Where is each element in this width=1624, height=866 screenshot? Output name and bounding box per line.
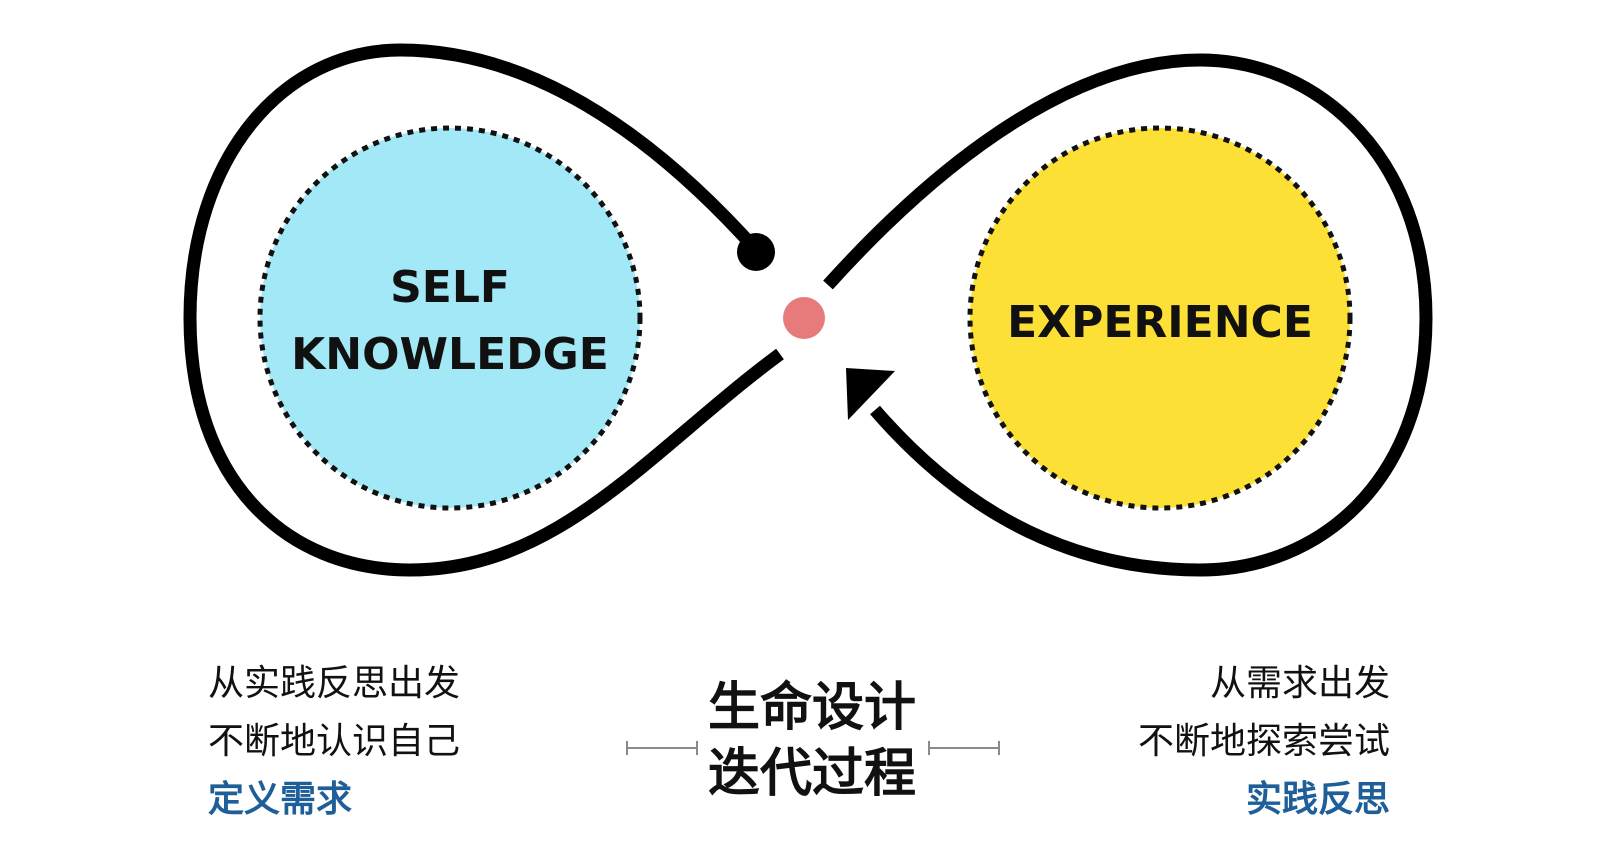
left-caption: 从实践反思出发 不断地认识自己 定义需求 <box>208 655 460 829</box>
right-caption: 从需求出发 不断地探索尝试 实践反思 <box>1138 655 1390 829</box>
center-dot <box>783 297 825 339</box>
left-loop-path <box>183 43 784 577</box>
left-caption-line1: 从实践反思出发 <box>208 663 461 704</box>
left-divider <box>626 741 698 755</box>
center-title-line2: 迭代过程 <box>707 744 916 804</box>
right-loop-path <box>823 53 1433 577</box>
path-end-knob <box>737 233 775 271</box>
right-caption-line1: 从需求出发 <box>1209 663 1390 704</box>
right-caption-line2: 不断地探索尝试 <box>1137 721 1390 762</box>
self-knowledge-circle <box>257 125 643 511</box>
left-caption-line2: 不断地认识自己 <box>208 721 461 762</box>
center-title-line1: 生命设计 <box>707 678 916 738</box>
self-knowledge-label-line2: KNOWLEDGE <box>291 329 609 380</box>
center-title: 生命设计 迭代过程 <box>612 675 1012 807</box>
right-caption-highlight: 实践反思 <box>1245 779 1390 820</box>
self-knowledge-label-line1: SELF <box>390 262 510 313</box>
left-caption-highlight: 定义需求 <box>208 779 353 820</box>
experience-circle <box>967 125 1353 511</box>
arrowhead-icon <box>846 368 895 420</box>
right-divider <box>928 741 1000 755</box>
experience-label: EXPERIENCE <box>1007 297 1313 348</box>
